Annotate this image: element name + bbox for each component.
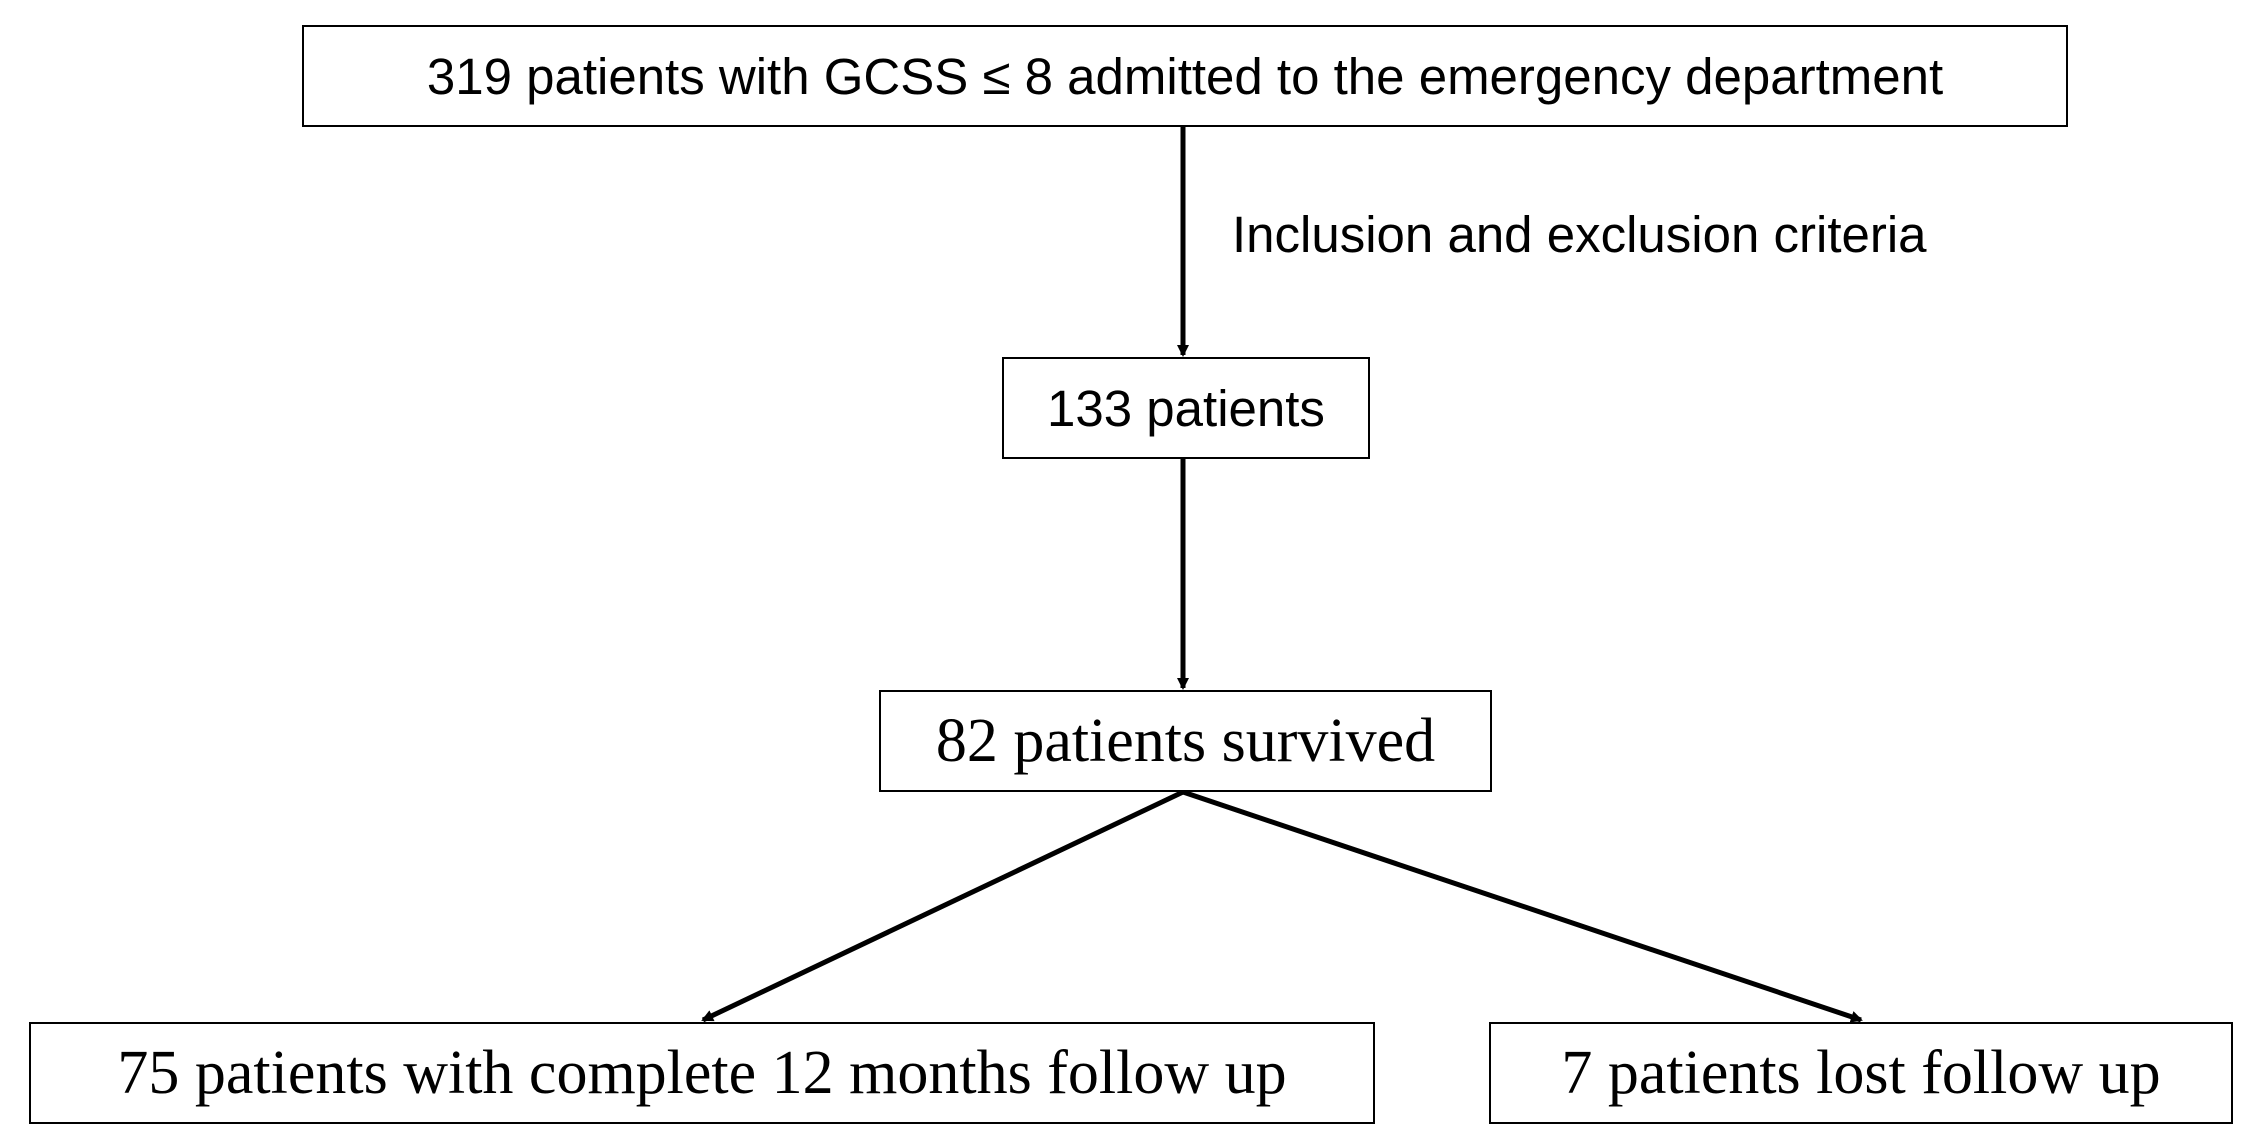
included-patients-text: 133 patients: [1047, 379, 1325, 437]
arrow-82-to-75: [701, 789, 1185, 1023]
admitted-patients-box: 319 patients with GCSS ≤ 8 admitted to t…: [302, 25, 2068, 127]
survived-patients-box: 82 patients survived: [879, 690, 1492, 792]
complete-followup-box: 75 patients with complete 12 months foll…: [29, 1022, 1375, 1124]
included-patients-box: 133 patients: [1002, 357, 1370, 459]
admitted-patients-text: 319 patients with GCSS ≤ 8 admitted to t…: [426, 47, 1944, 105]
lost-followup-text: 7 patients lost follow up: [1561, 1038, 2161, 1107]
arrow-82-to-7: [1182, 789, 1863, 1023]
criteria-label: Inclusion and exclusion criteria: [1232, 206, 1927, 263]
lost-followup-box: 7 patients lost follow up: [1489, 1022, 2233, 1124]
complete-followup-text: 75 patients with complete 12 months foll…: [117, 1038, 1287, 1107]
survived-patients-text: 82 patients survived: [935, 706, 1436, 775]
